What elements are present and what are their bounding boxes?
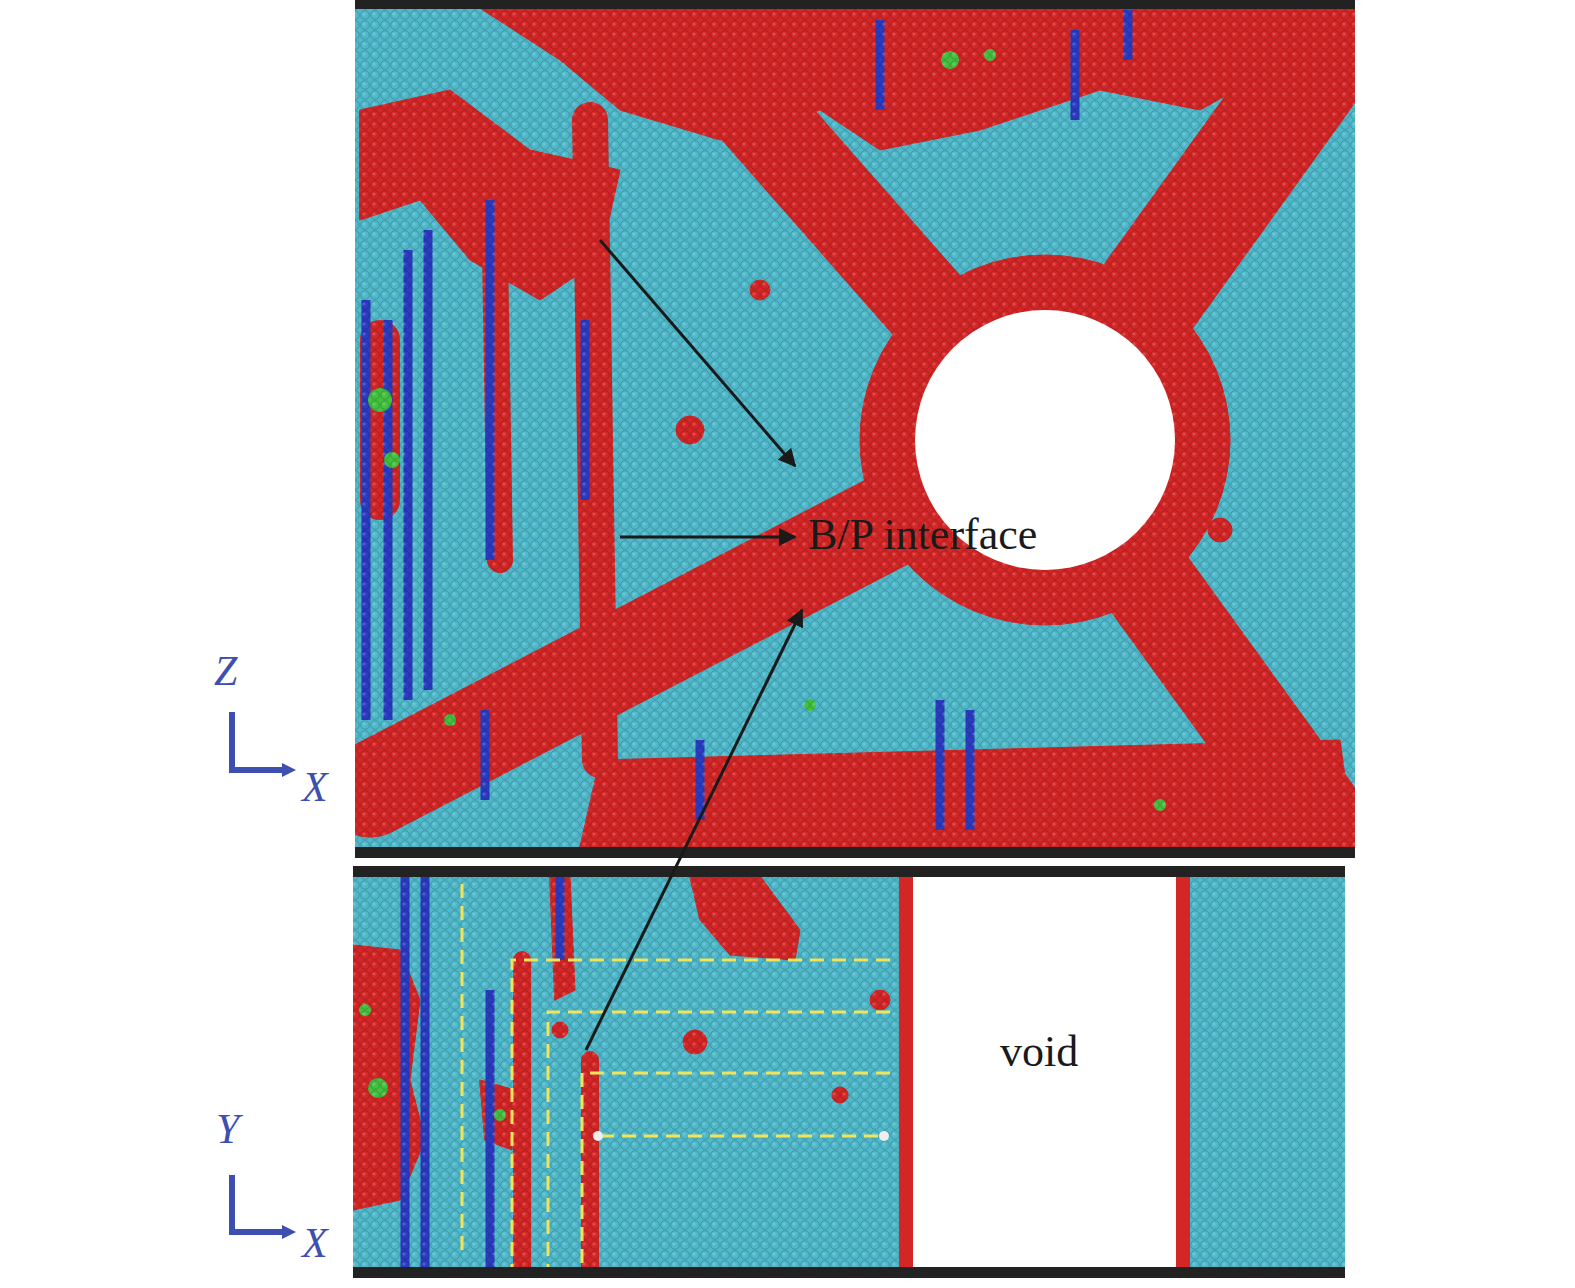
axis-label: Z bbox=[214, 650, 237, 692]
axis-label: X bbox=[302, 766, 328, 808]
region-label: void bbox=[1000, 1030, 1078, 1074]
axis-triad bbox=[232, 712, 284, 1232]
leader-arrow bbox=[620, 536, 795, 539]
top-panel bbox=[355, 8, 1355, 848]
bottom-panel bbox=[353, 876, 1345, 1268]
leader-arrow bbox=[586, 610, 802, 1050]
axis-label: Y bbox=[216, 1108, 239, 1150]
callout-label: B/P interface bbox=[808, 513, 1037, 557]
leader-arrow bbox=[600, 240, 795, 466]
axis-label: X bbox=[302, 1222, 328, 1264]
